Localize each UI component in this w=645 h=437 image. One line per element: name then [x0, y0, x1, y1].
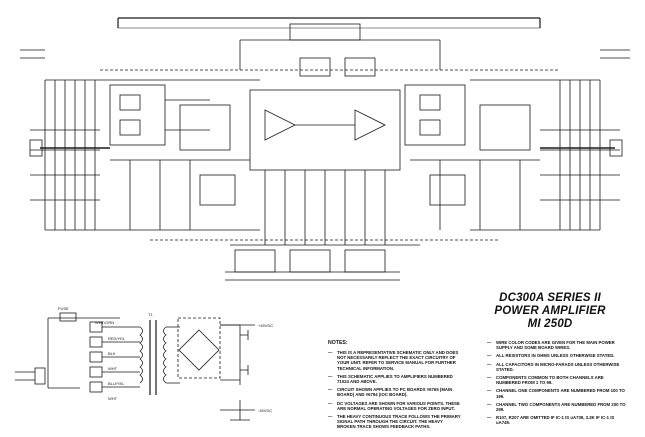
title-line-2: POWER AMPLIFIER	[494, 305, 606, 317]
note-item: THIS SCHEMATIC APPLIES TO AMPLIFIERS NUM…	[328, 374, 462, 384]
transformer-label: T1	[148, 312, 153, 317]
main-amplifier-schematic	[20, 17, 630, 281]
notes-heading: NOTES:	[328, 340, 348, 346]
note-item: DC VOLTAGES ARE SHOWN FOR VARIOUS POINTS…	[328, 401, 462, 411]
note-item: ALL CAPACITORS IN MICRO-FARADS UNLESS OT…	[487, 362, 629, 372]
power-plug-icon	[15, 367, 46, 385]
rail-neg-label: -45VDC	[258, 408, 272, 413]
title-line-1: DC300A SERIES II	[499, 292, 601, 304]
note-item: CHANNEL ONE COMPONENTS ARE NUMBERED FROM…	[487, 388, 629, 398]
power-supply-schematic	[47, 312, 255, 421]
notes-right-list: WIRE COLOR CODES ARE GIVEN FOR THE MAIN …	[487, 340, 629, 429]
note-item: R107, R207 ARE OMITTED IF IC-1 IS uA739,…	[487, 415, 629, 425]
note-item: THE HEAVY CONTINUOUS TRACE FOLLOWS THE P…	[328, 414, 462, 430]
wire-label-5: BLU/YEL	[108, 381, 125, 386]
title-line-3: MI 250D	[527, 318, 573, 330]
note-item: COMPONENTS COMMON TO BOTH CHANNELS ARE N…	[487, 375, 629, 385]
note-item: THIS IS A REPRESENTATIVE SCHEMATIC ONLY …	[328, 350, 462, 371]
note-item: CIRCUIT SHOWN APPLIES TO PC BOARDS #6765…	[328, 387, 462, 397]
wire-label-1: WHT/GRN	[95, 320, 114, 325]
wire-label-3: BLK	[108, 351, 116, 356]
wire-label-4: WHT	[108, 366, 118, 371]
note-item: ALL RESISTORS IN OHMS UNLESS OTHERWISE S…	[487, 353, 629, 358]
fuse-label: FUSE	[58, 306, 69, 311]
rail-pos-label: +45VDC	[258, 323, 273, 328]
notes-left-list: THIS IS A REPRESENTATIVE SCHEMATIC ONLY …	[328, 350, 462, 433]
note-item: WIRE COLOR CODES ARE GIVEN FOR THE MAIN …	[487, 340, 629, 350]
wire-label-6: WHT	[108, 396, 118, 401]
note-item: CHANNEL TWO COMPONENTS ARE NUMBERED FROM…	[487, 402, 629, 412]
wire-label-2: RED/YEL	[108, 336, 126, 341]
component-labels: WHT/GRN RED/YEL BLK WHT BLU/YEL WHT +45V…	[58, 306, 273, 413]
